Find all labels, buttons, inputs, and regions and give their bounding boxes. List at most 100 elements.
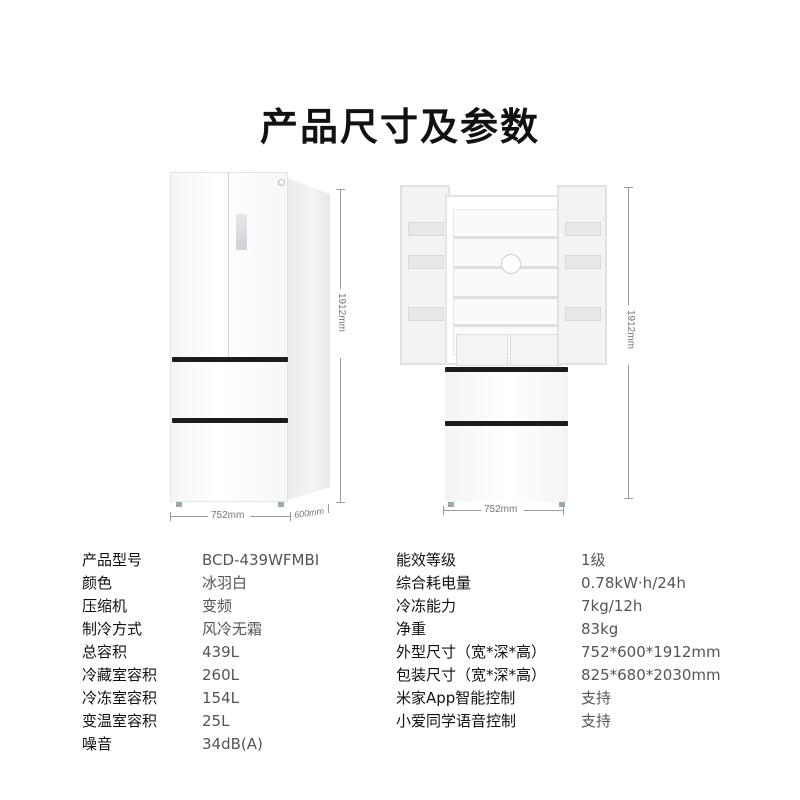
brand-logo-icon xyxy=(278,179,285,186)
spec-table-right: 能效等级 1级 综合耗电量 0.78kW·h/24h 冷冻能力 7kg/12h 净重 8… xyxy=(396,549,721,733)
width-dim-label: 752mm xyxy=(484,504,518,515)
spec-table-left: 产品型号 BCD-439WFMBI 颜色 冰羽白 压缩机 变频 制冷方式 风冷无霜 总容… xyxy=(82,549,319,756)
drawer-handle xyxy=(172,357,288,362)
foot-icon xyxy=(448,502,454,507)
crisper-drawer xyxy=(456,334,508,366)
fridge-side-panel xyxy=(288,178,330,500)
spec-value: 支持 xyxy=(581,689,612,707)
control-panel-icon xyxy=(236,214,247,250)
spec-label: 变温室容积 xyxy=(82,712,158,730)
spec-label: 净重 xyxy=(396,620,427,638)
interior-shelf xyxy=(454,236,558,239)
depth-dim-label: 600mm xyxy=(293,505,325,521)
fridge-closed-image xyxy=(170,172,330,507)
spec-label: 颜色 xyxy=(82,574,113,592)
spec-row: 制冷方式 风冷无霜 xyxy=(82,618,319,641)
spec-row: 噪音 34dB(A) xyxy=(82,733,319,756)
width-dim-line xyxy=(250,516,290,517)
spec-value: 支持 xyxy=(581,712,612,730)
drawer-handle xyxy=(445,367,568,372)
spec-value: 1级 xyxy=(581,551,606,569)
spec-row: 净重 83kg xyxy=(396,618,721,641)
spec-value: 7kg/12h xyxy=(581,597,643,615)
spec-value: 825*680*2030mm xyxy=(581,666,721,684)
door-shelf xyxy=(408,255,444,269)
width-dim-line xyxy=(170,516,208,517)
interior-shelf xyxy=(454,296,558,299)
spec-row: 产品型号 BCD-439WFMBI xyxy=(82,549,319,572)
spec-label: 综合耗电量 xyxy=(396,574,472,592)
spec-label: 总容积 xyxy=(82,643,128,661)
foot-icon xyxy=(559,502,565,507)
spec-value: 260L xyxy=(202,666,239,684)
spec-value: 0.78kW·h/24h xyxy=(581,574,686,592)
height-dim-label: 1912mm xyxy=(336,293,347,332)
spec-value: 25L xyxy=(202,712,230,730)
spec-value: 变频 xyxy=(202,597,233,615)
spec-value: BCD-439WFMBI xyxy=(202,551,320,569)
spec-label: 冷藏室容积 xyxy=(82,666,158,684)
spec-value: 34dB(A) xyxy=(202,735,263,753)
spec-row: 外型尺寸（宽*深*高） 752*600*1912mm xyxy=(396,641,721,664)
spec-label: 能效等级 xyxy=(396,551,457,569)
spec-label: 产品型号 xyxy=(82,551,143,569)
spec-row: 总容积 439L xyxy=(82,641,319,664)
door-split-line xyxy=(228,172,229,357)
width-dim-line xyxy=(524,510,564,511)
spec-label: 外型尺寸（宽*深*高） xyxy=(396,643,547,661)
spec-value: 154L xyxy=(202,689,239,707)
spec-row: 冷藏室容积 260L xyxy=(82,664,319,687)
height-dim-label: 1912mm xyxy=(625,310,636,349)
height-dim-line xyxy=(628,187,629,305)
fridge-open-lower xyxy=(445,367,568,502)
spec-row: 能效等级 1级 xyxy=(396,549,721,572)
interior-shelf xyxy=(454,324,558,327)
spec-label: 小爱同学语音控制 xyxy=(396,712,517,730)
spec-row: 冷冻室容积 154L xyxy=(82,687,319,710)
spec-label: 米家App智能控制 xyxy=(396,689,516,707)
fridge-interior xyxy=(453,209,562,366)
spec-value: 83kg xyxy=(581,620,619,638)
door-shelf xyxy=(408,307,444,321)
height-dim-line xyxy=(340,189,341,289)
crisper-drawer xyxy=(510,334,562,366)
door-shelf xyxy=(565,307,601,321)
door-shelf xyxy=(565,255,601,269)
height-dim-line xyxy=(628,365,629,498)
dim-tick xyxy=(563,506,564,515)
dim-tick xyxy=(290,512,291,521)
drawer-handle xyxy=(172,418,288,423)
foot-icon xyxy=(176,502,182,507)
spec-value: 752*600*1912mm xyxy=(581,643,721,661)
spec-row: 包装尺寸（宽*深*高）825*680*2030mm xyxy=(396,664,721,687)
spec-label: 噪音 xyxy=(82,735,113,753)
spec-row: 综合耗电量 0.78kW·h/24h xyxy=(396,572,721,595)
spec-row: 冷冻能力 7kg/12h xyxy=(396,595,721,618)
drawer-handle xyxy=(445,421,568,426)
spec-row: 颜色 冰羽白 xyxy=(82,572,319,595)
spec-label: 制冷方式 xyxy=(82,620,143,638)
spec-row: 压缩机 变频 xyxy=(82,595,319,618)
dim-tick xyxy=(328,504,329,513)
width-dim-line xyxy=(443,510,481,511)
dim-tick xyxy=(624,498,633,499)
spec-row: 变温室容积 25L xyxy=(82,710,319,733)
door-shelf xyxy=(565,222,601,236)
page-title: 产品尺寸及参数 xyxy=(259,105,540,149)
height-dim-line xyxy=(340,358,341,502)
spec-row: 小爱同学语音控制 支持 xyxy=(396,710,721,733)
spec-row: 米家App智能控制 支持 xyxy=(396,687,721,710)
spec-label: 压缩机 xyxy=(82,597,128,615)
spec-value: 风冷无霜 xyxy=(202,620,263,638)
filter-badge-icon xyxy=(501,254,521,274)
spec-value: 439L xyxy=(202,643,239,661)
spec-label: 冷冻室容积 xyxy=(82,689,158,707)
spec-label: 冷冻能力 xyxy=(396,597,457,615)
foot-icon xyxy=(278,502,284,507)
spec-value: 冰羽白 xyxy=(202,574,248,592)
fridge-front-panel xyxy=(170,172,288,502)
width-dim-label: 752mm xyxy=(211,510,245,521)
right-door-open xyxy=(557,185,607,365)
dim-tick xyxy=(336,502,345,503)
left-door-open xyxy=(400,185,450,365)
